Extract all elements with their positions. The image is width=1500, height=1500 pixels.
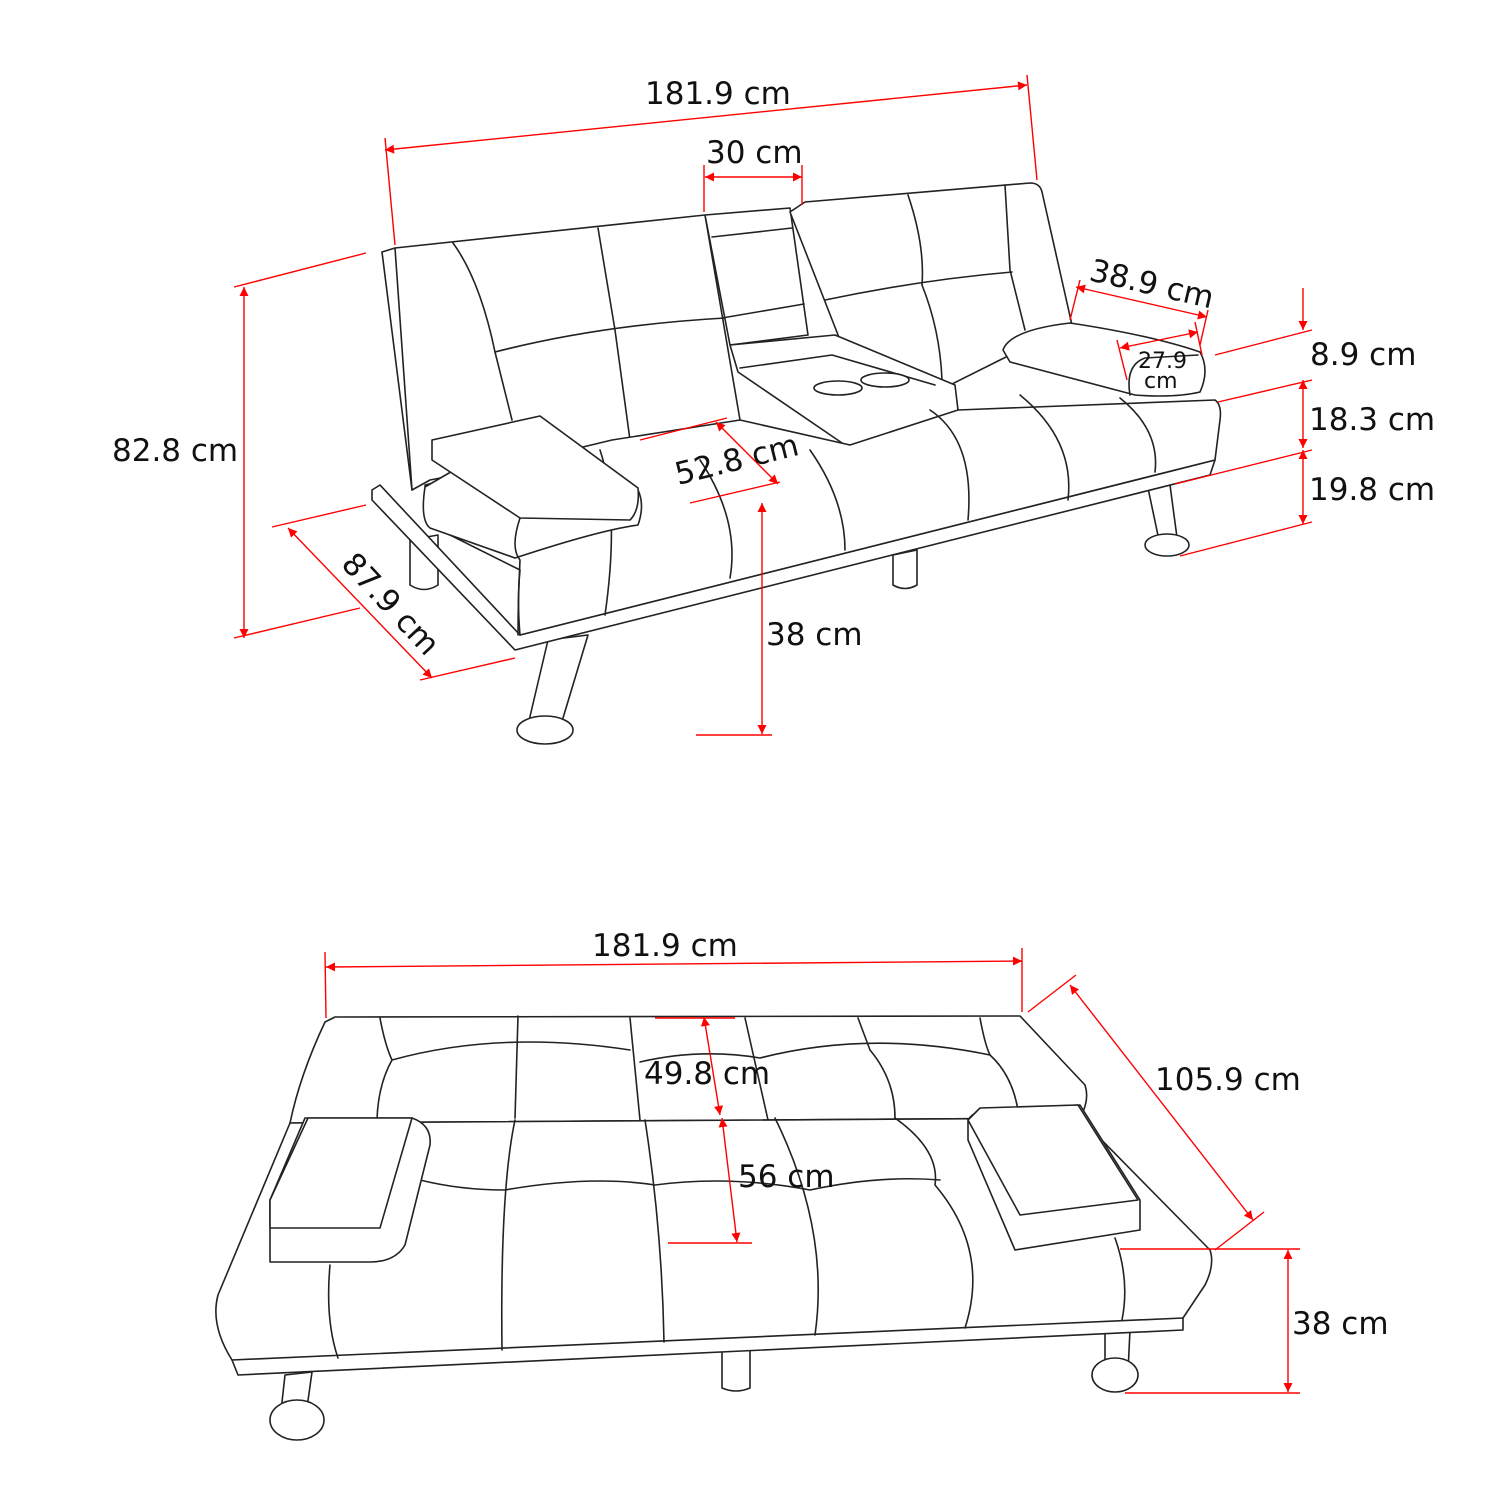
sofa-bed-drawing (215, 1015, 1213, 1441)
seat-height-label: 38 cm (766, 617, 863, 653)
bed-dimension-labels: 181.9 cm 105.9 cm 49.8 cm 56 cm 38 cm (592, 928, 1389, 1342)
armrest-height-label: 8.9 cm (1310, 337, 1416, 373)
bed-depth-label: 105.9 cm (1155, 1062, 1301, 1098)
seat-section-label: 56 cm (738, 1159, 835, 1195)
bed-width-label: 181.9 cm (592, 928, 738, 964)
back-section-label: 49.8 cm (644, 1056, 770, 1092)
bed-height-label: 38 cm (1292, 1306, 1389, 1342)
bed-dimension-lines (324, 948, 1300, 1394)
overall-width-label: 181.9 cm (645, 76, 791, 112)
armrest-inner-unit-label: cm (1144, 369, 1178, 394)
upright-dimension-lines (233, 74, 1313, 736)
armrest-length-label: 38.9 cm (1086, 253, 1217, 316)
armrest-inner-value-label: 27.9 (1138, 349, 1187, 374)
console-width-label: 30 cm (706, 135, 803, 171)
seat-cushion-height-label: 18.3 cm (1309, 402, 1435, 438)
leg-height-label: 19.8 cm (1309, 472, 1435, 508)
overall-height-label: 82.8 cm (112, 433, 238, 469)
sofa-upright-drawing (371, 182, 1222, 745)
